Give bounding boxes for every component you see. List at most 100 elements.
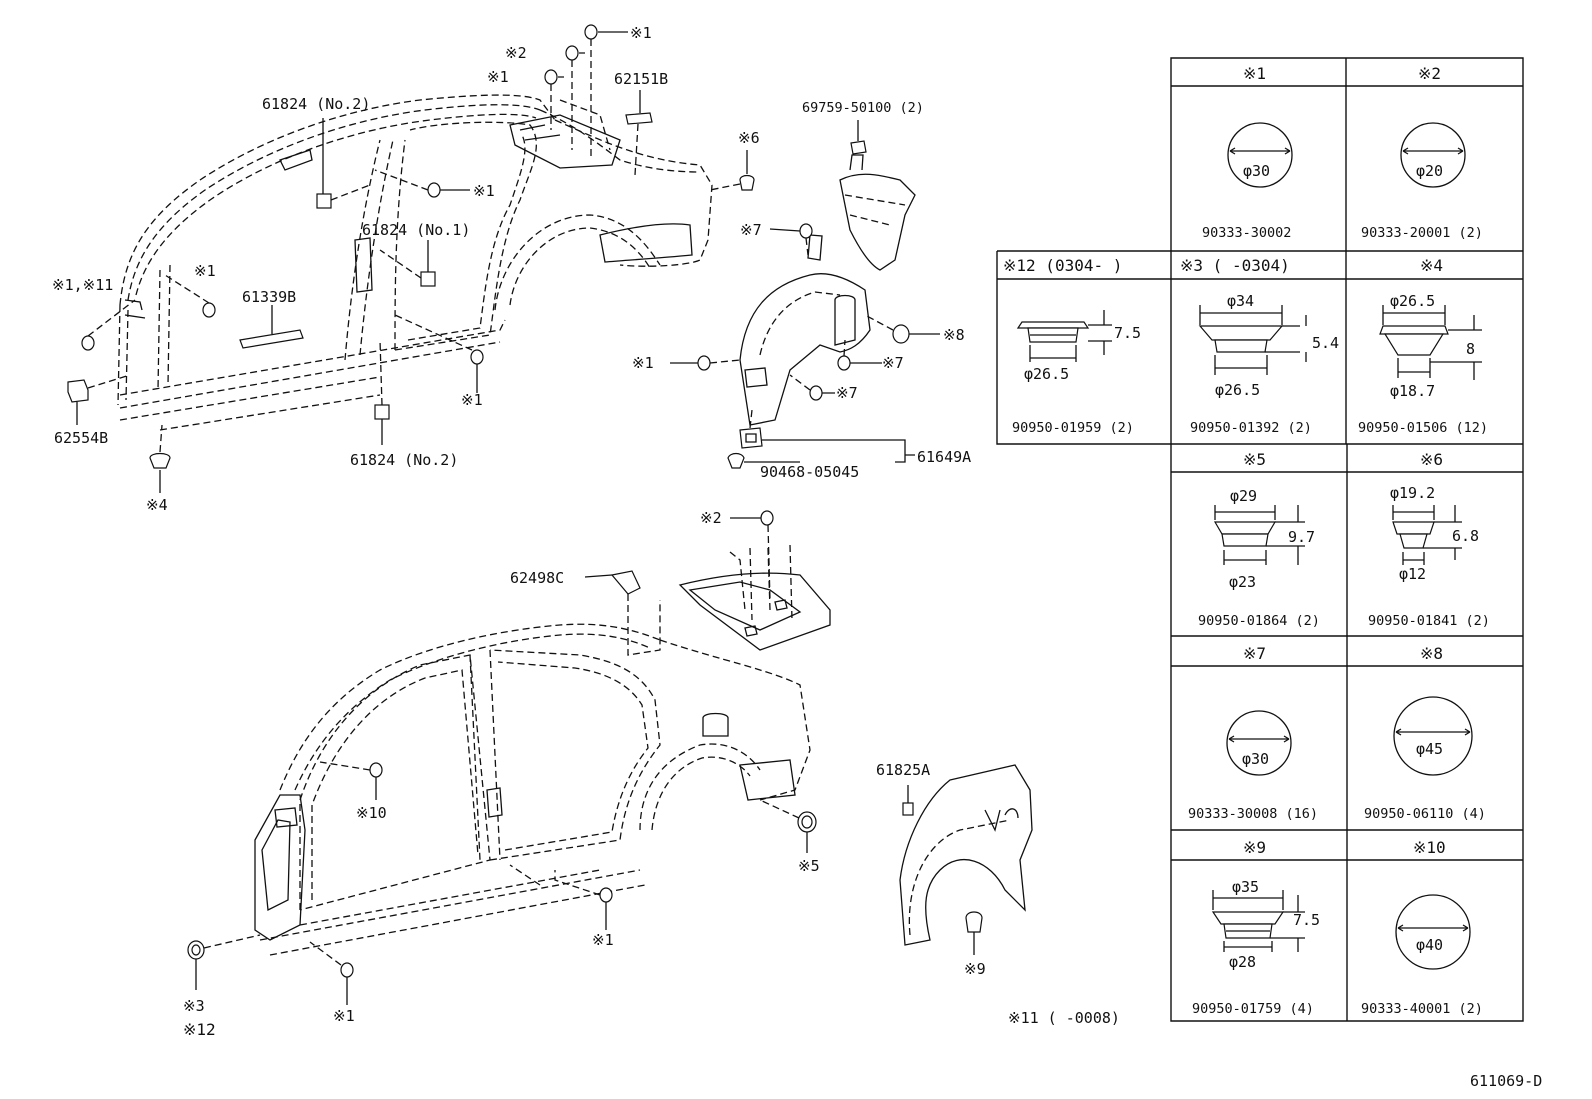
cell-part-number: 90333-30002 (1202, 225, 1291, 241)
table-cell-4: ※4 φ26.5 8 φ18.7 90950-01506 (12) (1358, 256, 1488, 436)
marker-label: ※5 (798, 857, 820, 875)
upper-body-side-panel (117, 94, 713, 431)
lower-parts (187, 510, 817, 1005)
cell-header: ※1 (1243, 64, 1266, 83)
cell-part-number: 90950-01864 (2) (1198, 613, 1320, 629)
marker-label: ※4 (146, 496, 168, 514)
upper-parts (67, 24, 755, 493)
cell-height: 6.8 (1452, 527, 1479, 545)
cell-diameter: φ30 (1243, 162, 1270, 180)
cell-diameter-bottom: φ28 (1229, 953, 1256, 971)
callout-label: 61824 (No.2) (262, 95, 370, 113)
cell-height: 8 (1466, 340, 1475, 358)
cell-diameter: φ30 (1242, 750, 1269, 768)
cell-part-number: 90950-01959 (2) (1012, 420, 1134, 436)
table-cell-1: ※1 φ30 90333-30002 (1202, 64, 1293, 241)
marker-label: ※6 (738, 129, 760, 147)
cell-header: ※10 (1413, 838, 1446, 857)
marker-label: ※1 (473, 182, 495, 200)
cell-header: ※9 (1243, 838, 1266, 857)
plug-circle (544, 69, 558, 85)
cell-height: 5.4 (1312, 334, 1339, 352)
plug-circle (81, 335, 95, 351)
table-cell-10: ※10 φ40 90333-40001 (2) (1361, 838, 1483, 1017)
marker-label: ※1 (461, 391, 483, 409)
rear-package-tray (678, 524, 831, 651)
plug-circle (202, 302, 216, 318)
callout-label: 69759-50100 (2) (802, 100, 924, 116)
cell-diameter-bottom: φ12 (1399, 565, 1426, 583)
diagram-labels: ※1 ※2 ※1 62151B 61824 (No.2) 69759-50100… (52, 24, 1542, 1090)
cell-part-number: 90333-30008 (16) (1188, 806, 1318, 822)
cell-header: ※7 (1243, 644, 1266, 663)
cell-header: ※4 (1420, 256, 1443, 275)
cell-diameter-top: φ19.2 (1390, 484, 1435, 502)
table-cell-12: ※12 (0304- ) 7.5 φ26.5 90950-01959 (2) (1003, 256, 1141, 436)
marker-label: ※8 (943, 326, 965, 344)
marker-label: ※12 (183, 1020, 216, 1039)
diagram-code: 611069-D (1470, 1072, 1542, 1090)
cell-diameter-bottom: φ18.7 (1390, 382, 1435, 400)
table-cell-7: ※7 φ30 90333-30008 (16) (1188, 644, 1318, 822)
marker-label: ※7 (882, 354, 904, 372)
note-label: ※11 ( -0008) (1008, 1009, 1120, 1027)
cell-part-number: 90950-01841 (2) (1368, 613, 1490, 629)
callout-label: 62498C (510, 569, 564, 587)
callout-label: 61649A (917, 448, 971, 466)
marker-label: ※1 (632, 354, 654, 372)
marker-label: ※1 (592, 931, 614, 949)
cell-header: ※8 (1420, 644, 1443, 663)
plug-circle (584, 24, 598, 40)
cell-height: 7.5 (1114, 324, 1141, 342)
cell-header: ※3 ( -0304) (1180, 256, 1290, 275)
cell-diameter: φ26.5 (1024, 365, 1069, 383)
cell-diameter-bottom: φ23 (1229, 573, 1256, 591)
callout-label: 62554B (54, 429, 108, 447)
marker-label: ※2 (700, 509, 722, 527)
marker-label: ※1 (194, 262, 216, 280)
rear-wheelhouse-assembly (670, 120, 940, 469)
cell-diameter: φ40 (1416, 936, 1443, 954)
plug-circle (427, 182, 441, 198)
marker-label: ※2 (505, 44, 527, 62)
table-cell-9: ※9 φ35 7.5 φ28 90950-01759 (4) (1192, 838, 1320, 1017)
cell-part-number: 90950-01506 (12) (1358, 420, 1488, 436)
cell-height: 7.5 (1293, 911, 1320, 929)
table-cell-2: ※2 φ20 90333-20001 (2) (1361, 64, 1483, 241)
cell-part-number: 90333-20001 (2) (1361, 225, 1483, 241)
callout-label: 62151B (614, 70, 668, 88)
callout-label: 61824 (No.2) (350, 451, 458, 469)
marker-label: ※9 (964, 960, 986, 978)
cell-height: 9.7 (1288, 528, 1315, 546)
parts-table: ※1 φ30 90333-30002 ※2 φ20 90333-20001 (2… (996, 57, 1524, 1022)
table-cell-6: ※6 φ19.2 6.8 φ12 90950-01841 (2) (1368, 450, 1490, 629)
cell-header: ※6 (1420, 450, 1443, 469)
table-cell-5: ※5 φ29 9.7 φ23 90950-01864 (2) (1198, 450, 1320, 629)
cell-diameter-top: φ34 (1227, 292, 1254, 310)
marker-label: ※7 (740, 221, 762, 239)
marker-label: ※3 (183, 997, 205, 1015)
cell-diameter: φ45 (1416, 740, 1443, 758)
callout-label: 61825A (876, 761, 930, 779)
callout-label: 61824 (No.1) (362, 221, 470, 239)
cell-diameter-top: φ35 (1232, 878, 1259, 896)
marker-label: ※1 (630, 24, 652, 42)
cell-header: ※5 (1243, 450, 1266, 469)
table-cell-3: ※3 ( -0304) φ34 5.4 φ26.5 90950-01392 (2… (1180, 256, 1339, 436)
marker-label: ※1 (333, 1007, 355, 1025)
rear-wheelhouse-liner (899, 764, 1033, 955)
table-cell-8: ※8 φ45 90950-06110 (4) (1364, 644, 1486, 822)
cell-part-number: 90950-06110 (4) (1364, 806, 1486, 822)
marker-label: ※7 (836, 384, 858, 402)
plug-circle (470, 349, 484, 365)
marker-label: ※10 (356, 804, 387, 822)
marker-label: ※1 (487, 68, 509, 86)
marker-label: ※1,※11 (52, 276, 113, 294)
cell-header: ※2 (1418, 64, 1441, 83)
cell-diameter-top: φ26.5 (1390, 292, 1435, 310)
cell-part-number: 90950-01392 (2) (1190, 420, 1312, 436)
cell-header: ※12 (0304- ) (1003, 256, 1122, 275)
cell-diameter-top: φ29 (1230, 487, 1257, 505)
plug-circle (565, 45, 579, 61)
lower-body-side-panel (254, 623, 811, 956)
